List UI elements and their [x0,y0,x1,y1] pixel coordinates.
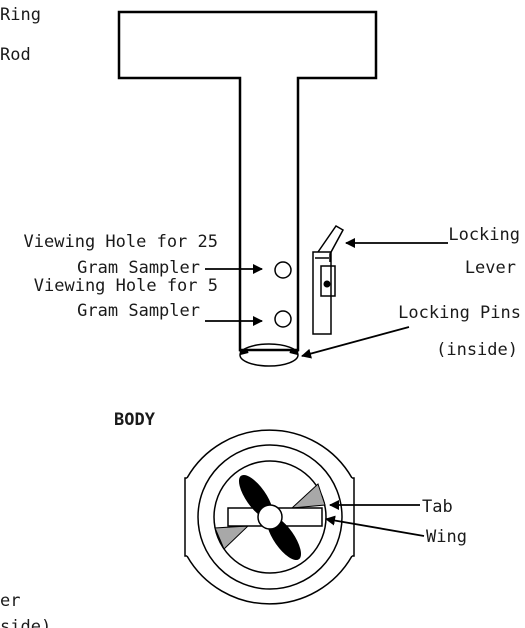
body-bottom-view [184,429,355,605]
viewing-hole-25-label-line1: Viewing Hole for 25 [24,232,218,252]
propeller-hub [257,504,283,530]
partial-label-bottom-1: er [0,591,20,611]
partial-label-bottom-2: side) [0,617,51,628]
locking-lever-label-line2: Lever [465,258,516,278]
tab-label: Tab [422,497,453,517]
tab-wedge-right [290,483,326,509]
wing-label: Wing [426,527,467,547]
ring-label: Ring [0,5,41,25]
bottom-opening [239,343,299,367]
rod-label: Rod [0,45,31,65]
locking-pins-label-line1: Locking Pins [398,303,521,323]
wing-arrow [325,515,425,537]
locking-lever-label-line1: Locking [448,225,520,245]
locking-pins-arrow [301,326,410,359]
locking-pin-left [239,349,249,355]
tab-wedge-left [214,525,250,550]
locking-pin-right [289,349,299,355]
viewing-hole-5-label-line1: Viewing Hole for 5 [34,276,218,296]
body-heading: BODY [114,410,156,430]
viewing-hole-25-label-line2: Gram Sampler [77,258,200,278]
viewing-hole-5-label-line2: Gram Sampler [77,301,200,321]
locking-pins-label-line2: (inside) [436,340,518,360]
viewing-hole-5 [274,310,292,328]
t-handle-outline [117,10,378,352]
viewing-hole-25 [274,261,292,279]
locking-lever [312,225,345,335]
